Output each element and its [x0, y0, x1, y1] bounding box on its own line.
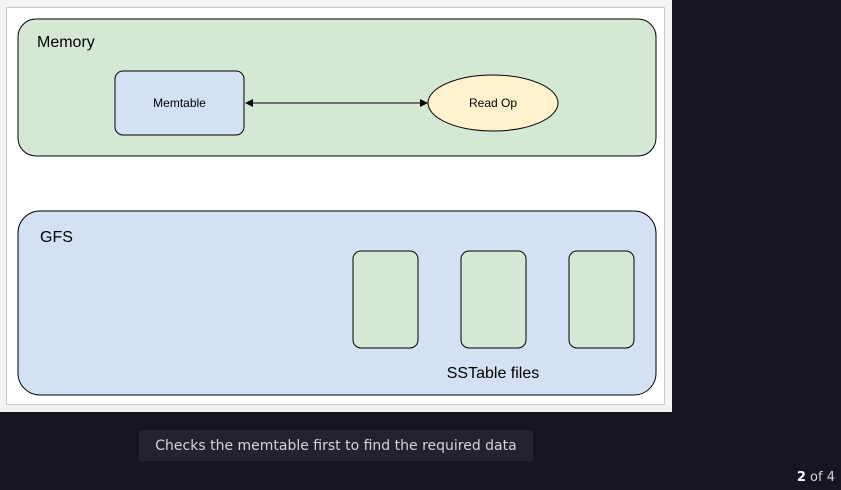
gfs-label: GFS: [40, 229, 73, 246]
slide-pager: 2 of 4: [797, 470, 835, 485]
slide-area: Memory Memtable Read Op GFS SSTable file…: [0, 0, 672, 412]
sstable-file-box: [568, 250, 635, 349]
pager-separator: of: [810, 470, 823, 485]
sstable-file-box: [352, 250, 419, 349]
diagram-canvas: Memory Memtable Read Op GFS SSTable file…: [6, 7, 665, 405]
gfs-container: [17, 210, 657, 396]
slide-caption: Checks the memtable first to find the re…: [139, 430, 533, 461]
memory-container: [17, 18, 657, 157]
pager-total: 4: [826, 470, 835, 485]
sstable-label: SSTable files: [447, 365, 540, 382]
read-op-ellipse: [427, 74, 559, 132]
memtable-box: [114, 70, 245, 136]
architecture-diagram: Memory Memtable Read Op GFS SSTable file…: [17, 18, 657, 396]
memtable-label: Memtable: [153, 96, 206, 110]
pager-current: 2: [796, 470, 806, 485]
read-op-label: Read Op: [469, 96, 517, 110]
sstable-file-box: [460, 250, 527, 349]
memory-label: Memory: [37, 34, 95, 51]
